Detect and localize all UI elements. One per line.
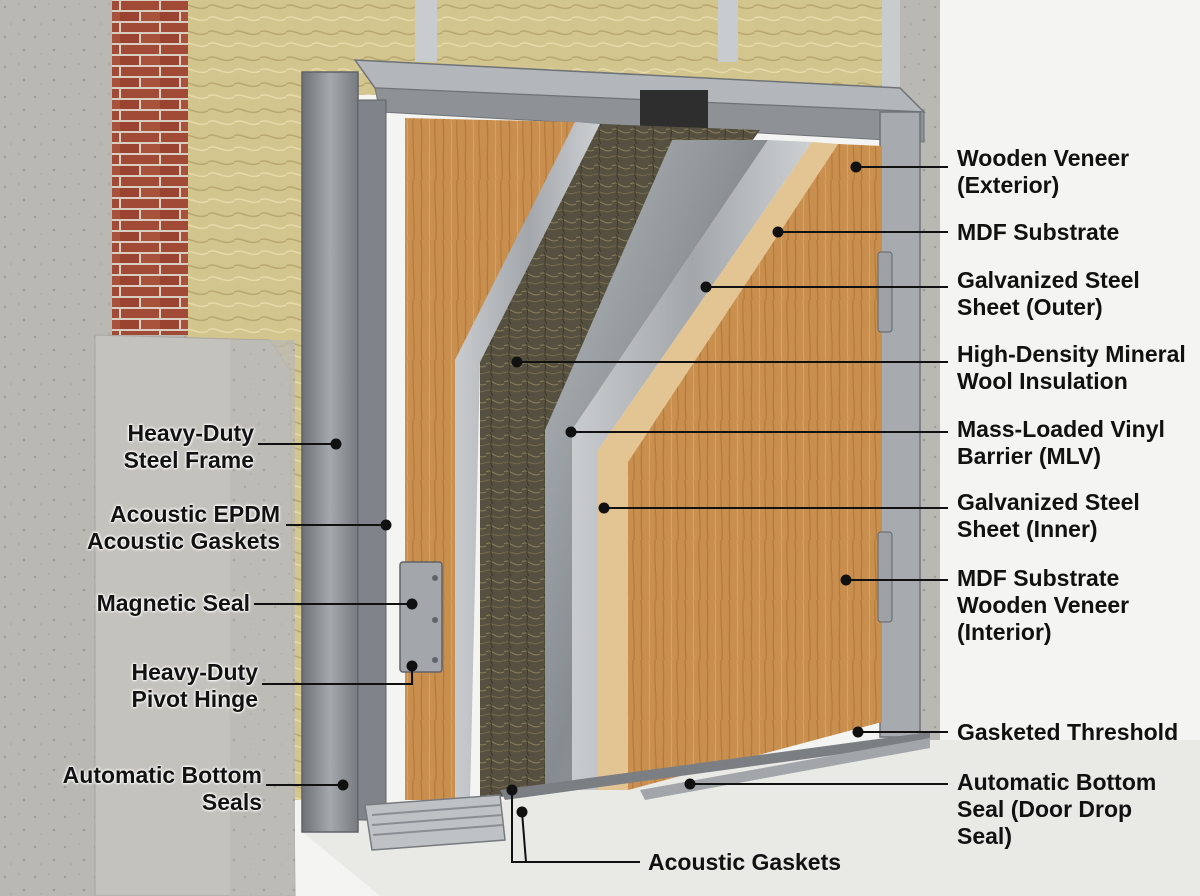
frame-jamb-left-inner — [357, 99, 387, 821]
label-mdf-substrate: MDF Substrate — [957, 219, 1120, 245]
concrete-column-face — [230, 340, 295, 896]
frame-jamb-right — [879, 111, 921, 738]
leader-lines-right — [511, 161, 948, 790]
label-acoustic-gaskets: Acoustic Gaskets — [648, 849, 842, 875]
stud-1 — [415, 0, 437, 62]
hinge-right-top — [877, 251, 893, 333]
bottom-seal-strip — [500, 732, 930, 800]
threshold-ridges — [371, 804, 504, 836]
label-gasketed-threshold: Gasketed Threshold — [957, 719, 1179, 745]
threshold-plate — [364, 794, 506, 851]
leader-lines-bottom — [506, 784, 640, 863]
stud-3 — [882, 0, 904, 98]
mineral-wool-layer — [480, 124, 760, 800]
frame-jamb-left-outer — [301, 71, 359, 833]
hinge-screw-2 — [432, 617, 438, 623]
hinge-screw-1 — [432, 575, 438, 581]
mdf-layer — [598, 142, 838, 790]
stud-2 — [718, 0, 738, 62]
pivot-hinge-plate — [399, 561, 443, 673]
exterior-wood-veneer — [628, 144, 882, 790]
hinge-screw-3 — [432, 657, 438, 663]
label-magnetic-seal: Magnetic Seal — [96, 590, 250, 616]
hinge-right-bottom — [877, 531, 893, 623]
steel-inner-edge-sheet — [455, 122, 600, 800]
brick-wall — [112, 0, 190, 335]
mlv-layer — [545, 140, 768, 790]
head-gasket — [640, 90, 708, 128]
steel-outer-layer — [572, 140, 812, 790]
label-wooden-veneer-exterior: Wooden Veneer(Exterior) — [957, 145, 1130, 198]
leader-lines-left — [254, 438, 418, 791]
interior-wood-edge — [405, 118, 575, 800]
